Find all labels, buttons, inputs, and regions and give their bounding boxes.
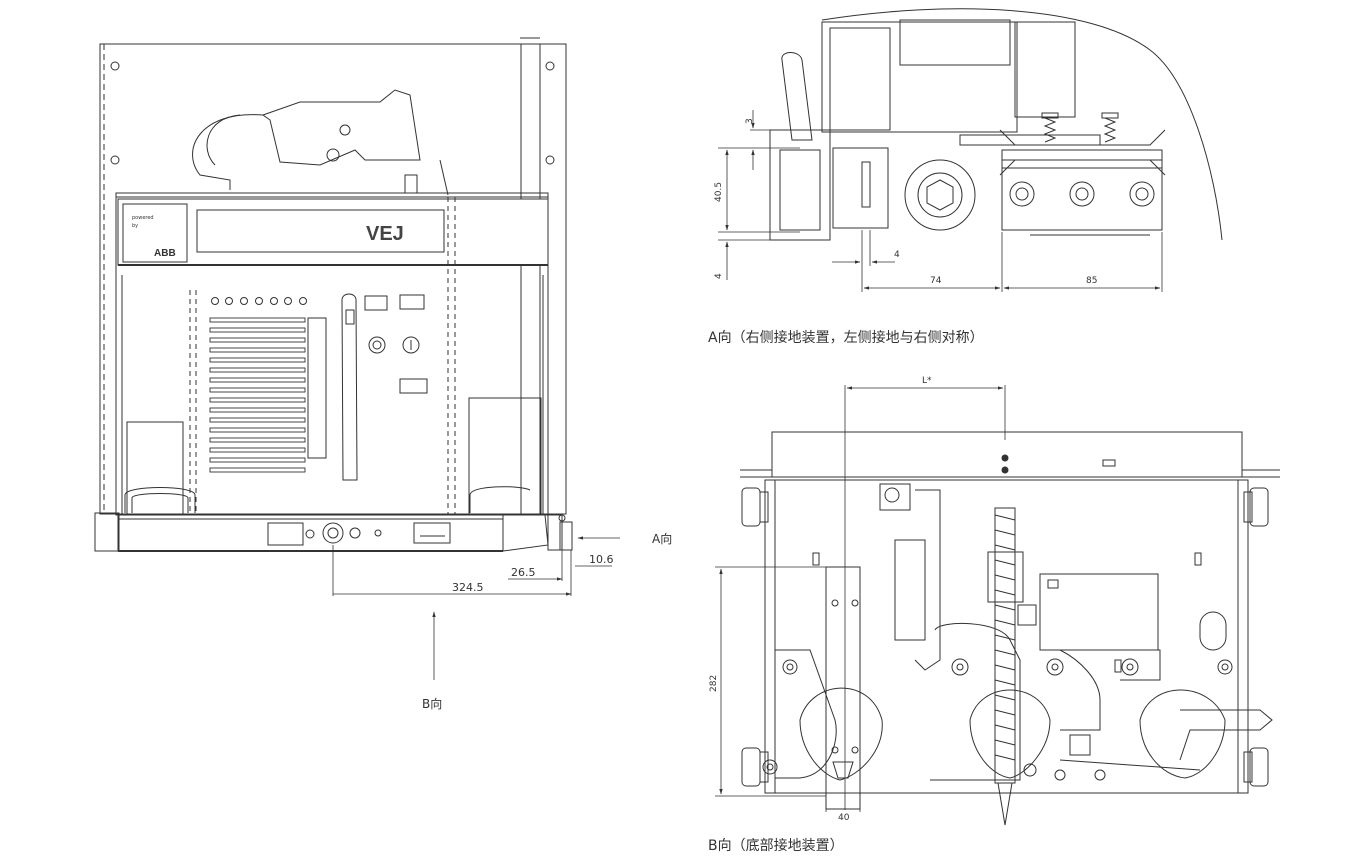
wheel-icon bbox=[741, 747, 761, 787]
view-a-outline bbox=[821, 8, 1223, 241]
brand-label: VEJ bbox=[366, 223, 404, 245]
front-view-text: VEJ powered by ABB 324.5 26.5 10.6 A向 B向 bbox=[132, 215, 672, 711]
ground-lever bbox=[781, 52, 813, 141]
view-a-dims bbox=[718, 110, 1163, 292]
close-button bbox=[368, 336, 386, 354]
abb-logo-box bbox=[122, 203, 188, 263]
view-b-text: L* 282 40 B向（底部接地装置） bbox=[708, 376, 932, 854]
bolt-icon bbox=[1129, 181, 1155, 207]
right-cam bbox=[1139, 689, 1226, 779]
bolt-icon bbox=[1009, 181, 1035, 207]
bolt-icon bbox=[110, 155, 120, 165]
wheel-icon bbox=[741, 487, 761, 527]
bolt-icon bbox=[545, 155, 555, 165]
off-indicator bbox=[399, 294, 425, 310]
view-b-caption: B向（底部接地装置） bbox=[708, 837, 844, 854]
dim-26-5: 26.5 bbox=[511, 566, 536, 579]
rear-housing bbox=[99, 43, 567, 515]
wheel-icon bbox=[1249, 487, 1269, 527]
view-b-dims bbox=[715, 385, 1006, 812]
top-beam bbox=[771, 431, 1243, 478]
arrow-b-label: B向 bbox=[422, 696, 442, 711]
view-a-caption: A向（右侧接地装置，左侧接地与右侧对称） bbox=[708, 329, 984, 346]
charging-handle bbox=[341, 293, 358, 481]
bolt-icon bbox=[1069, 181, 1095, 207]
front-view bbox=[94, 37, 620, 680]
grounding-switch bbox=[547, 514, 563, 551]
truck-base bbox=[117, 514, 504, 552]
dim-l-star: L* bbox=[922, 376, 932, 386]
dim-4-vertical: 4 bbox=[714, 273, 724, 279]
view-b bbox=[715, 385, 1280, 826]
dim-282: 282 bbox=[709, 675, 719, 692]
arrow-a-label: A向 bbox=[652, 531, 672, 546]
open-button bbox=[402, 336, 420, 354]
rating-plate bbox=[307, 317, 327, 459]
center-cam bbox=[969, 689, 1051, 779]
dim-324-5: 324.5 bbox=[452, 581, 484, 594]
logo-by-text: by bbox=[132, 223, 138, 229]
spring-icon bbox=[1103, 117, 1117, 143]
view-a-text: 3 40.5 4 4 74 85 A向（右侧接地装置，左侧接地与右侧对称） bbox=[708, 118, 1097, 346]
counter-display bbox=[399, 378, 428, 394]
truck-frame bbox=[764, 479, 1249, 794]
interlock-plate bbox=[267, 522, 304, 546]
right-pocket bbox=[468, 397, 542, 515]
bolt-icon bbox=[110, 61, 120, 71]
dim-10-6: 10.6 bbox=[589, 553, 614, 566]
bolt-icon bbox=[545, 61, 555, 71]
dim-74: 74 bbox=[930, 276, 942, 286]
indicator-lamps bbox=[211, 297, 307, 305]
ground-bar bbox=[825, 566, 861, 810]
interlock-block bbox=[1039, 573, 1159, 651]
dim-85: 85 bbox=[1086, 276, 1097, 286]
contact-arm bbox=[261, 89, 421, 166]
front-dims bbox=[332, 536, 620, 680]
dim-4-horizontal: 4 bbox=[894, 250, 900, 260]
lock-slot bbox=[413, 522, 451, 544]
logo-powered-text: powered bbox=[132, 215, 154, 221]
spring-icon bbox=[1043, 117, 1057, 143]
dim-3: 3 bbox=[745, 118, 755, 124]
racking-socket bbox=[322, 522, 344, 544]
on-indicator bbox=[364, 295, 388, 311]
dim-40-5: 40.5 bbox=[714, 182, 724, 202]
left-grip bbox=[124, 487, 196, 513]
dim-40: 40 bbox=[838, 813, 850, 823]
vent-grille bbox=[209, 317, 306, 473]
left-cam bbox=[799, 687, 883, 781]
abb-logo: ABB bbox=[154, 248, 176, 259]
view-a bbox=[718, 8, 1223, 292]
lead-screw bbox=[994, 507, 1016, 826]
wheel-icon bbox=[1249, 747, 1269, 787]
shaft-bearing bbox=[904, 159, 976, 231]
nameplate bbox=[196, 209, 445, 253]
right-grip bbox=[469, 486, 531, 513]
left-pocket bbox=[126, 421, 184, 515]
grounding-rail bbox=[1001, 149, 1163, 231]
